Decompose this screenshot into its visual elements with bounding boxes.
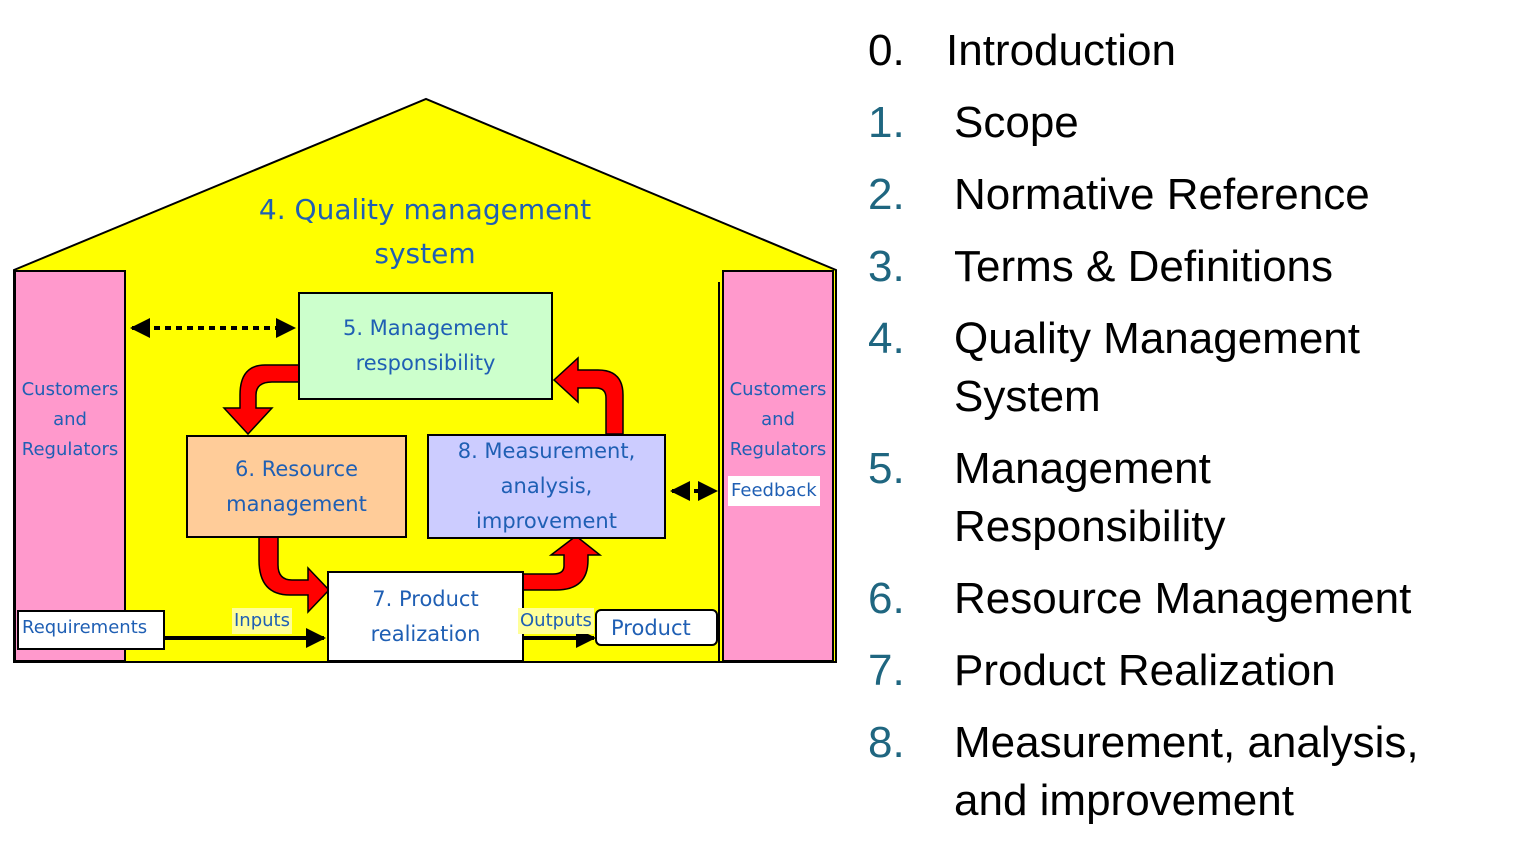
box7-line: realization [370,621,481,646]
clause-title-line: System [954,372,1101,421]
clause-number: 3. [868,242,905,291]
right-pillar-line: and [761,409,795,430]
red-arrow-6-to-7 [258,536,331,614]
house-title: 4. Quality management system [225,188,625,276]
box-measurement-analysis: 8. Measurement, analysis, improvement [427,434,666,539]
left-pillar-line: Customers [21,379,119,400]
box6-line: 6. Resource [234,456,359,481]
clause-title: Product Realization [954,642,1336,700]
box5-line: 5. Management [342,316,509,340]
box6-line: management [226,491,367,516]
clause-title: Measurement, analysis, and improvement [954,714,1419,830]
clause-title-line: Terms & Definitions [954,242,1334,291]
clause-number: 7. [868,646,905,695]
clause-number: 5. [868,444,905,493]
clause-number: 4. [868,314,905,363]
box-management-responsibility: 5. Management responsibility [298,292,553,400]
clause-number: 8. [868,718,905,767]
clause-title-line: Resource Management [954,574,1412,623]
clause-number: 2. [868,170,905,219]
clause-title: Normative Reference [954,166,1370,224]
qms-house-diagram: 4. Quality management system Customers a… [0,0,850,700]
right-pillar [722,270,834,662]
box8-line: improvement [476,509,617,533]
box7-line: 7. Product [372,586,479,611]
right-pillar-label: Customers and Regulators [723,375,833,465]
clause-title-line: Measurement, analysis, [954,718,1419,767]
right-pillar-line: Customers [729,379,827,400]
clause-title-line: Product Realization [954,646,1336,695]
red-arrow-8-to-5 [552,356,624,435]
clause-title: Introduction [946,22,1176,80]
left-pillar-line: and [53,409,87,430]
clause-number: 1. [868,98,905,147]
clause-title-line: Responsibility [954,502,1226,551]
clause-number: 6. [868,574,905,623]
product-label: Product [595,609,718,646]
outputs-label: Outputs [518,608,594,634]
clause-number: 0. [868,26,905,75]
red-arrow-5-to-6 [222,364,300,436]
clause-title-line: Scope [954,98,1079,147]
feedback-label: Feedback [728,476,820,506]
left-pillar-line: Regulators [21,439,119,460]
box-resource-management: 6. Resource management [186,435,407,538]
clause-title-line: Management [954,444,1211,493]
red-arrow-7-to-8 [521,535,603,591]
inputs-label: Inputs [232,608,292,634]
clause-title-line: and improvement [954,776,1294,825]
box5-line: responsibility [355,351,496,375]
left-pillar-label: Customers and Regulators [15,375,125,465]
requirements-label: Requirements [17,610,165,650]
house-title-line1: 4. Quality management [258,193,592,226]
box8-line: analysis, [500,474,593,498]
box8-line: 8. Measurement, [457,439,636,463]
clause-title: Resource Management [954,570,1411,628]
house-title-line2: system [374,237,476,270]
right-pillar-line: Regulators [729,439,827,460]
clause-title-line: Introduction [946,26,1176,75]
clause-title-line: Normative Reference [954,170,1370,219]
clause-title: Terms & Definitions [954,238,1333,296]
left-pillar [14,270,126,662]
clause-title-line: Quality Management [954,314,1360,363]
clause-title: Scope [954,94,1079,152]
box-product-realization: 7. Product realization [327,571,524,662]
